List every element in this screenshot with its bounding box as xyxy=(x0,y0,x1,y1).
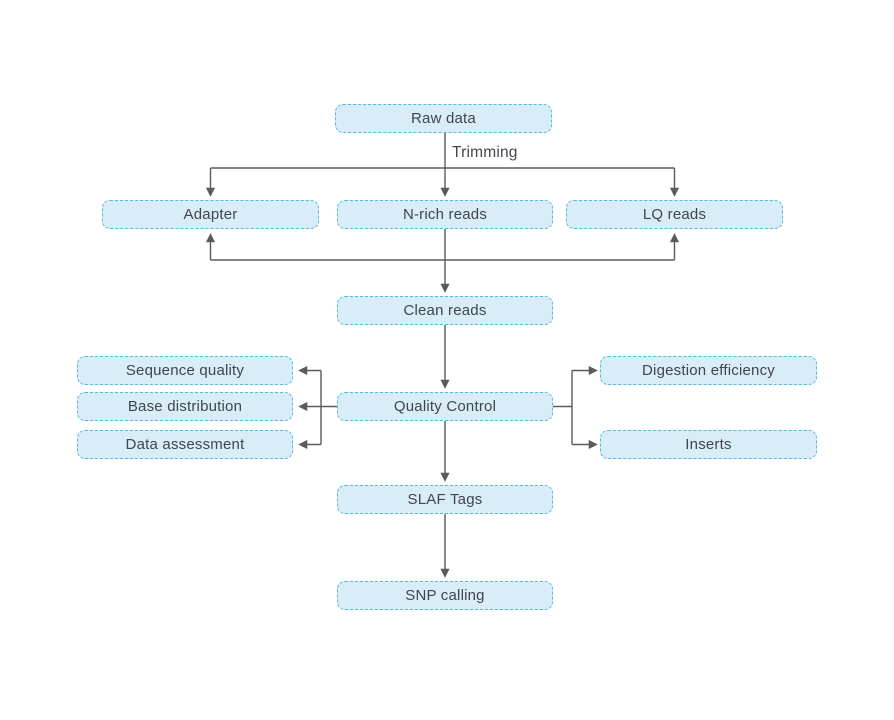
node-raw-data: Raw data xyxy=(335,104,552,133)
node-adapter: Adapter xyxy=(102,200,319,229)
node-clean-reads: Clean reads xyxy=(337,296,553,325)
node-digestion-efficiency: Digestion efficiency xyxy=(600,356,817,385)
node-inserts: Inserts xyxy=(600,430,817,459)
node-base-distribution: Base distribution xyxy=(77,392,293,421)
node-quality-control: Quality Control xyxy=(337,392,553,421)
node-lq-reads: LQ reads xyxy=(566,200,783,229)
node-sequence-quality: Sequence quality xyxy=(77,356,293,385)
node-data-assessment: Data assessment xyxy=(77,430,293,459)
node-slaf-tags: SLAF Tags xyxy=(337,485,553,514)
edge-label-trimming: Trimming xyxy=(452,144,518,161)
node-n-rich-reads: N-rich reads xyxy=(337,200,553,229)
node-snp-calling: SNP calling xyxy=(337,581,553,610)
